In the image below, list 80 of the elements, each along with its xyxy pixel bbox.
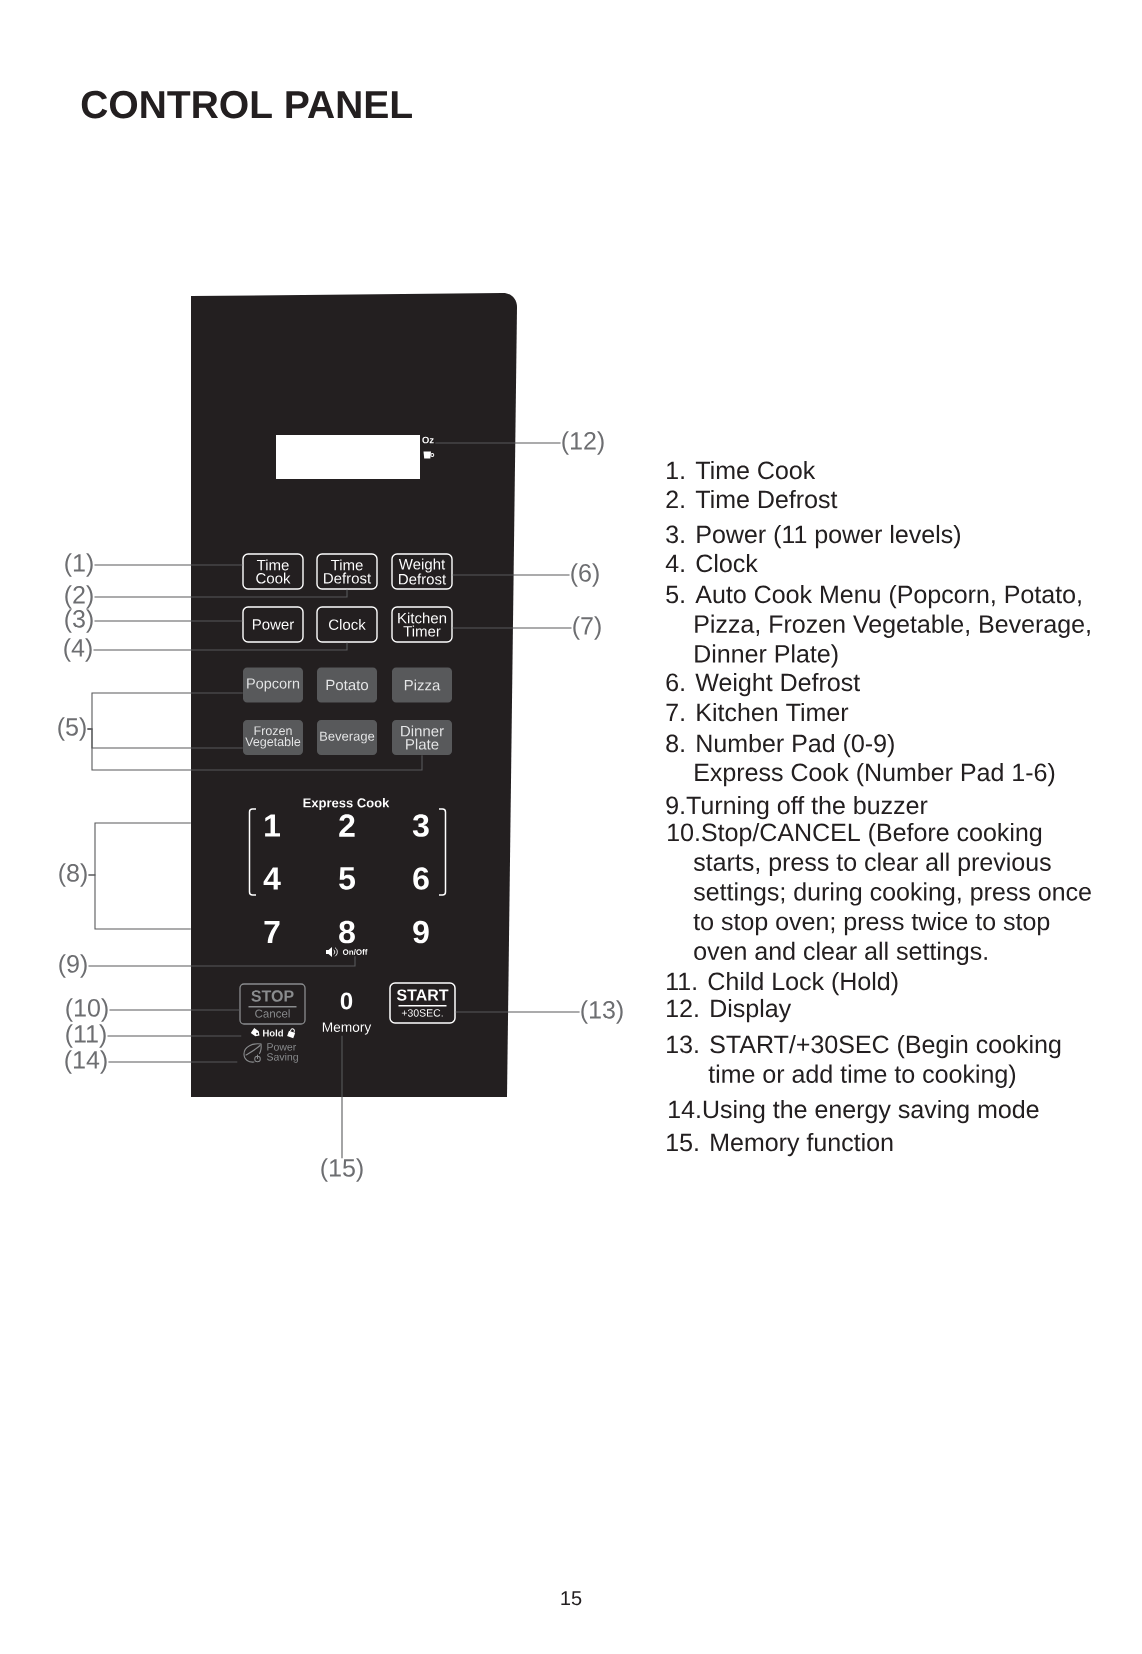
group-label: Express Cook — [303, 797, 390, 811]
callout-number: (1) — [65, 553, 93, 577]
display-screen — [276, 435, 420, 479]
page-number: 15 — [561, 1591, 582, 1606]
callout-number: (9) — [59, 954, 87, 978]
leader-line — [93, 620, 243, 622]
leader-line — [86, 728, 423, 771]
list-item: 14.Using the energy saving mode — [669, 1099, 1039, 1124]
callout-number: (10) — [66, 998, 108, 1022]
leader-line — [452, 574, 571, 576]
callout-number: (12) — [562, 431, 604, 455]
leader-line — [93, 589, 348, 598]
list-item: Express Cook (Number Pad 1-6) — [695, 762, 1055, 787]
button: Kitchen Timer — [391, 606, 453, 643]
callout-number: (8) — [59, 863, 87, 887]
list-item: 15. Memory function — [667, 1132, 893, 1157]
leader-line — [455, 1011, 581, 1013]
button: Beverage — [317, 720, 377, 755]
leader-line — [87, 874, 192, 930]
callout-number: (4) — [64, 638, 92, 662]
callout-number: (14) — [65, 1050, 107, 1074]
digit-label: 2 — [339, 814, 355, 837]
callout-number: (5) — [58, 717, 86, 741]
button: Power — [242, 606, 304, 643]
digit-label: 8 — [339, 920, 355, 944]
key-label: Memory — [322, 1022, 372, 1035]
leader-line — [106, 1035, 242, 1037]
key-label: On/Off — [342, 949, 368, 955]
list-item: 1. Time Cook — [667, 460, 816, 480]
indicator-label: Oz — [422, 436, 434, 444]
button: Popcorn — [243, 667, 303, 703]
key-label: Power Saving — [266, 1043, 298, 1063]
leader-line — [452, 627, 573, 629]
button: Potato — [317, 667, 377, 703]
list-item: 3. Power (11 power levels) — [666, 524, 960, 549]
digit-label: 3 — [412, 814, 429, 837]
callout-number: (7) — [573, 616, 601, 640]
button: Pizza — [392, 667, 452, 703]
list-item: 9.Turning off the buzzer — [666, 795, 928, 820]
list-item: 4. Clock — [665, 553, 758, 573]
button: Time Defrost — [316, 553, 378, 590]
leader-line — [108, 1009, 240, 1011]
callout-number: (15) — [321, 1158, 363, 1182]
leader-line — [92, 642, 348, 651]
list-item: 6. Weight Defrost — [666, 672, 860, 697]
button: START +30SEC. — [389, 982, 456, 1024]
callout-number: (6) — [571, 563, 599, 587]
list-item: 12. Display — [667, 998, 792, 1023]
leader-line — [107, 1061, 238, 1063]
button: Dinner Plate — [392, 720, 452, 755]
digit-label: 0 — [340, 992, 353, 1010]
digit-label: 6 — [413, 867, 429, 890]
callout-number: (3) — [65, 609, 93, 633]
list-item: 13. START/+30SEC (Begin cooking time or add time to cooking) — [667, 1034, 1061, 1088]
button: Clock — [316, 606, 378, 643]
button: STOP Cancel — [239, 983, 306, 1025]
digit-label: 9 — [413, 920, 429, 944]
key-label: Hold — [263, 1029, 283, 1037]
leader-line — [341, 1035, 343, 1159]
list-item: 5. Auto Cook Menu (Popcorn, Potato, Pizza, Frozen Vegetable, Beverage, Dinner Plate) — [666, 584, 1090, 668]
digit-label: 4 — [263, 867, 281, 890]
digit-label: 7 — [264, 921, 280, 943]
callout-number: (2) — [65, 585, 93, 609]
leader-line — [87, 955, 356, 967]
control-panel — [191, 293, 517, 1097]
list-item: 8. Number Pad (0-9) — [666, 733, 894, 758]
digit-label: 5 — [339, 867, 355, 890]
list-item: 10.Stop/CANCEL (Before cooking starts, press to clear all previous settings; during cooking, press once to stop oven; press twice to stop oven and clear all settings. — [668, 822, 1091, 965]
list-item: 11. Child Lock (Hold) — [667, 971, 898, 996]
callout-number: (11) — [66, 1024, 106, 1048]
list-item: 7. Kitchen Timer — [666, 702, 849, 722]
button: Frozen Vegetable — [243, 720, 303, 755]
digit-label: 1 — [265, 814, 280, 837]
leader-line — [434, 442, 562, 444]
button: Weight Defrost — [391, 553, 453, 590]
leader-line — [93, 564, 243, 566]
title: CONTROL PANEL — [81, 90, 412, 119]
button: Time Cook — [242, 553, 304, 590]
list-item: 2. Time Defrost — [666, 489, 838, 509]
callout-number: (13) — [581, 1000, 623, 1024]
